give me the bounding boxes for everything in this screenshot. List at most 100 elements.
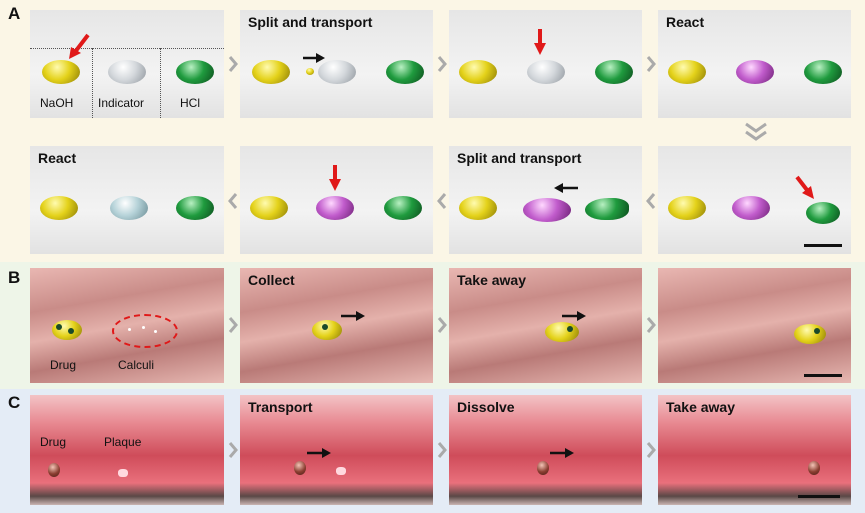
panel-b4 — [658, 268, 851, 383]
drug-droplet — [808, 461, 820, 475]
black-arrow-icon — [550, 448, 574, 458]
chevron-right-icon — [228, 316, 238, 334]
hcl-droplet — [176, 60, 214, 84]
magnetic-particle — [814, 328, 820, 334]
naoh-droplet — [250, 196, 288, 220]
label-hcl: HCl — [180, 96, 200, 110]
chevron-right-icon — [646, 55, 656, 73]
purple-droplet — [736, 60, 774, 84]
calculi-marker — [112, 314, 178, 348]
hcl-droplet — [806, 202, 840, 224]
indicator-droplet — [527, 60, 565, 84]
panel-title: Take away — [457, 272, 527, 288]
row-label-b: B — [8, 268, 21, 287]
panel-a6 — [240, 146, 433, 254]
row-a: A NaOH Indicator HCl Split and transport — [0, 0, 865, 262]
drug-droplet — [545, 322, 579, 342]
panel-c3: Dissolve — [449, 395, 642, 505]
panel-c4: Take away — [658, 395, 851, 505]
panel-a1: NaOH Indicator HCl — [30, 10, 224, 118]
chevron-right-icon — [228, 55, 238, 73]
hcl-droplet — [585, 198, 629, 220]
drug-droplet — [312, 320, 342, 340]
naoh-droplet — [668, 196, 706, 220]
black-arrow-icon — [307, 448, 331, 458]
red-arrow-icon — [329, 165, 341, 191]
black-arrow-icon — [341, 311, 365, 321]
scale-bar — [804, 374, 842, 377]
drug-droplet — [52, 320, 82, 340]
label-drug: Drug — [50, 358, 77, 372]
hcl-droplet — [384, 196, 422, 220]
chevron-right-icon — [646, 316, 656, 334]
panel-b1: Drug Calculi — [30, 268, 224, 383]
chevron-right-icon — [646, 441, 656, 459]
chevron-left-icon — [228, 192, 238, 210]
panel-title: Dissolve — [457, 399, 515, 415]
panel-title: Split and transport — [248, 14, 373, 30]
naoh-droplet — [668, 60, 706, 84]
naoh-droplet — [252, 60, 290, 84]
naoh-droplet — [42, 60, 80, 84]
panel-title: React — [666, 14, 705, 30]
panel-title: React — [38, 150, 77, 166]
chevron-right-icon — [437, 55, 447, 73]
magnetic-particle — [567, 326, 573, 332]
black-arrow-icon — [554, 183, 578, 193]
small-droplet — [306, 68, 314, 75]
scale-bar — [798, 495, 840, 498]
panel-a4: React — [658, 10, 851, 118]
indicator-droplet — [108, 60, 146, 84]
hcl-droplet — [595, 60, 633, 84]
panel-a5: React — [30, 146, 224, 254]
drug-droplet — [294, 461, 306, 475]
red-arrow-icon — [795, 175, 814, 199]
calculi-particle — [154, 330, 157, 333]
panel-title: Split and transport — [457, 150, 582, 166]
row-label-a: A — [8, 4, 21, 23]
panel-c1: Drug Plaque — [30, 395, 224, 505]
purple-droplet — [316, 196, 354, 220]
panel-title: Transport — [248, 399, 313, 415]
label-indicator: Indicator — [98, 96, 145, 110]
panel-a7: Split and transport — [449, 146, 642, 254]
row-b: B Drug Calculi Collect Take away — [0, 262, 865, 389]
panel-c2: Transport — [240, 395, 433, 505]
label-plaque: Plaque — [104, 435, 142, 449]
chevron-right-icon — [228, 441, 238, 459]
chevron-left-icon — [437, 192, 447, 210]
black-arrow-icon — [303, 53, 325, 63]
chevron-right-icon — [437, 441, 447, 459]
hcl-droplet — [386, 60, 424, 84]
panel-a8 — [658, 146, 851, 254]
magnetic-particle — [56, 324, 62, 330]
chevron-left-icon — [646, 192, 656, 210]
drug-droplet — [794, 324, 826, 344]
magnetic-particle — [322, 324, 328, 330]
black-arrow-icon — [562, 311, 586, 321]
calculi-particle — [128, 328, 131, 331]
row-label-c: C — [8, 393, 21, 412]
magnetic-particle — [68, 328, 74, 334]
hcl-droplet — [804, 60, 842, 84]
label-naoh: NaOH — [40, 96, 74, 110]
chevron-right-icon — [437, 316, 447, 334]
panel-a3 — [449, 10, 642, 118]
calculi-particle — [142, 326, 145, 329]
panel-a2: Split and transport — [240, 10, 433, 118]
red-arrow-icon — [69, 33, 90, 59]
indicator-droplet — [318, 60, 356, 84]
dotted-divider — [160, 48, 161, 118]
chevron-down-icon — [745, 122, 767, 141]
label-drug: Drug — [40, 435, 67, 449]
hcl-droplet — [176, 196, 214, 220]
row-c: C Drug Plaque Transport Dissolve Take aw… — [0, 389, 865, 513]
panel-b2: Collect — [240, 268, 433, 383]
drug-droplet — [48, 463, 60, 477]
purple-droplet — [732, 196, 770, 220]
naoh-droplet — [459, 196, 497, 220]
plaque-deposit — [118, 469, 128, 477]
scale-bar — [804, 244, 842, 247]
red-arrow-icon — [534, 29, 546, 55]
neutral-droplet — [110, 196, 148, 220]
